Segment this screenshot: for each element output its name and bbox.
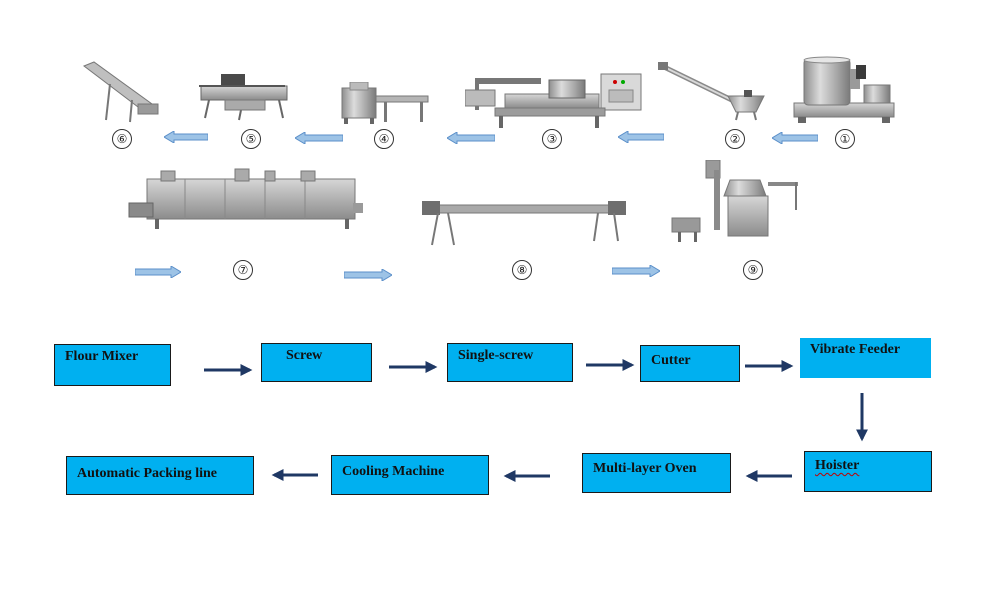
machine-number-6: ⑥ bbox=[112, 129, 132, 149]
cutter-image bbox=[340, 82, 432, 126]
vibrate-feeder-image bbox=[195, 72, 291, 124]
multi-layer-oven-image bbox=[125, 165, 365, 233]
machine-number-8: ⑧ bbox=[512, 260, 532, 280]
picture-arrow-2 bbox=[618, 131, 664, 143]
flow-arrow-7 bbox=[503, 470, 550, 482]
flow-box-automatic-packing-line: Automatic Packing line bbox=[66, 456, 254, 495]
flow-box-multi-layer-oven: Multi-layer Oven bbox=[582, 453, 731, 493]
picture-arrow-4 bbox=[295, 132, 343, 144]
hoister-image bbox=[80, 60, 160, 126]
picture-arrow-8 bbox=[612, 265, 660, 277]
flow-box-cooling-machine: Cooling Machine bbox=[331, 455, 489, 495]
flow-arrow-6 bbox=[745, 470, 792, 482]
machine-number-4: ④ bbox=[374, 129, 394, 149]
flow-box-single-screw: Single-screw bbox=[447, 343, 573, 382]
picture-arrow-6 bbox=[135, 266, 181, 278]
picture-arrow-5 bbox=[164, 131, 208, 143]
screw-conveyor-image bbox=[658, 60, 770, 122]
cooling-machine-image bbox=[418, 195, 630, 251]
flow-arrow-1 bbox=[204, 364, 253, 376]
machine-number-3: ③ bbox=[542, 129, 562, 149]
flow-box-vibrate-feeder: Vibrate Feeder bbox=[800, 338, 931, 378]
flow-arrow-4 bbox=[745, 360, 794, 372]
flow-box-screw: Screw bbox=[261, 343, 372, 382]
packing-machine-image bbox=[668, 160, 804, 244]
machine-number-2: ② bbox=[725, 129, 745, 149]
machine-number-7: ⑦ bbox=[233, 260, 253, 280]
flow-box-flour-mixer: Flour Mixer bbox=[54, 344, 171, 386]
flow-arrow-2 bbox=[389, 361, 438, 373]
flour-mixer-image bbox=[790, 55, 900, 125]
machine-number-1: ① bbox=[835, 129, 855, 149]
machine-number-5: ⑤ bbox=[241, 129, 261, 149]
picture-arrow-3 bbox=[447, 132, 495, 144]
flow-arrow-8 bbox=[271, 469, 318, 481]
flow-arrow-5 bbox=[856, 393, 868, 442]
picture-arrow-7 bbox=[344, 269, 392, 281]
extruder-image bbox=[465, 70, 645, 130]
flow-arrow-3 bbox=[586, 359, 635, 371]
picture-arrow-1 bbox=[772, 132, 818, 144]
machine-number-9: ⑨ bbox=[743, 260, 763, 280]
flow-box-cutter: Cutter bbox=[640, 345, 740, 382]
flow-box-hoister: Hoister bbox=[804, 451, 932, 492]
